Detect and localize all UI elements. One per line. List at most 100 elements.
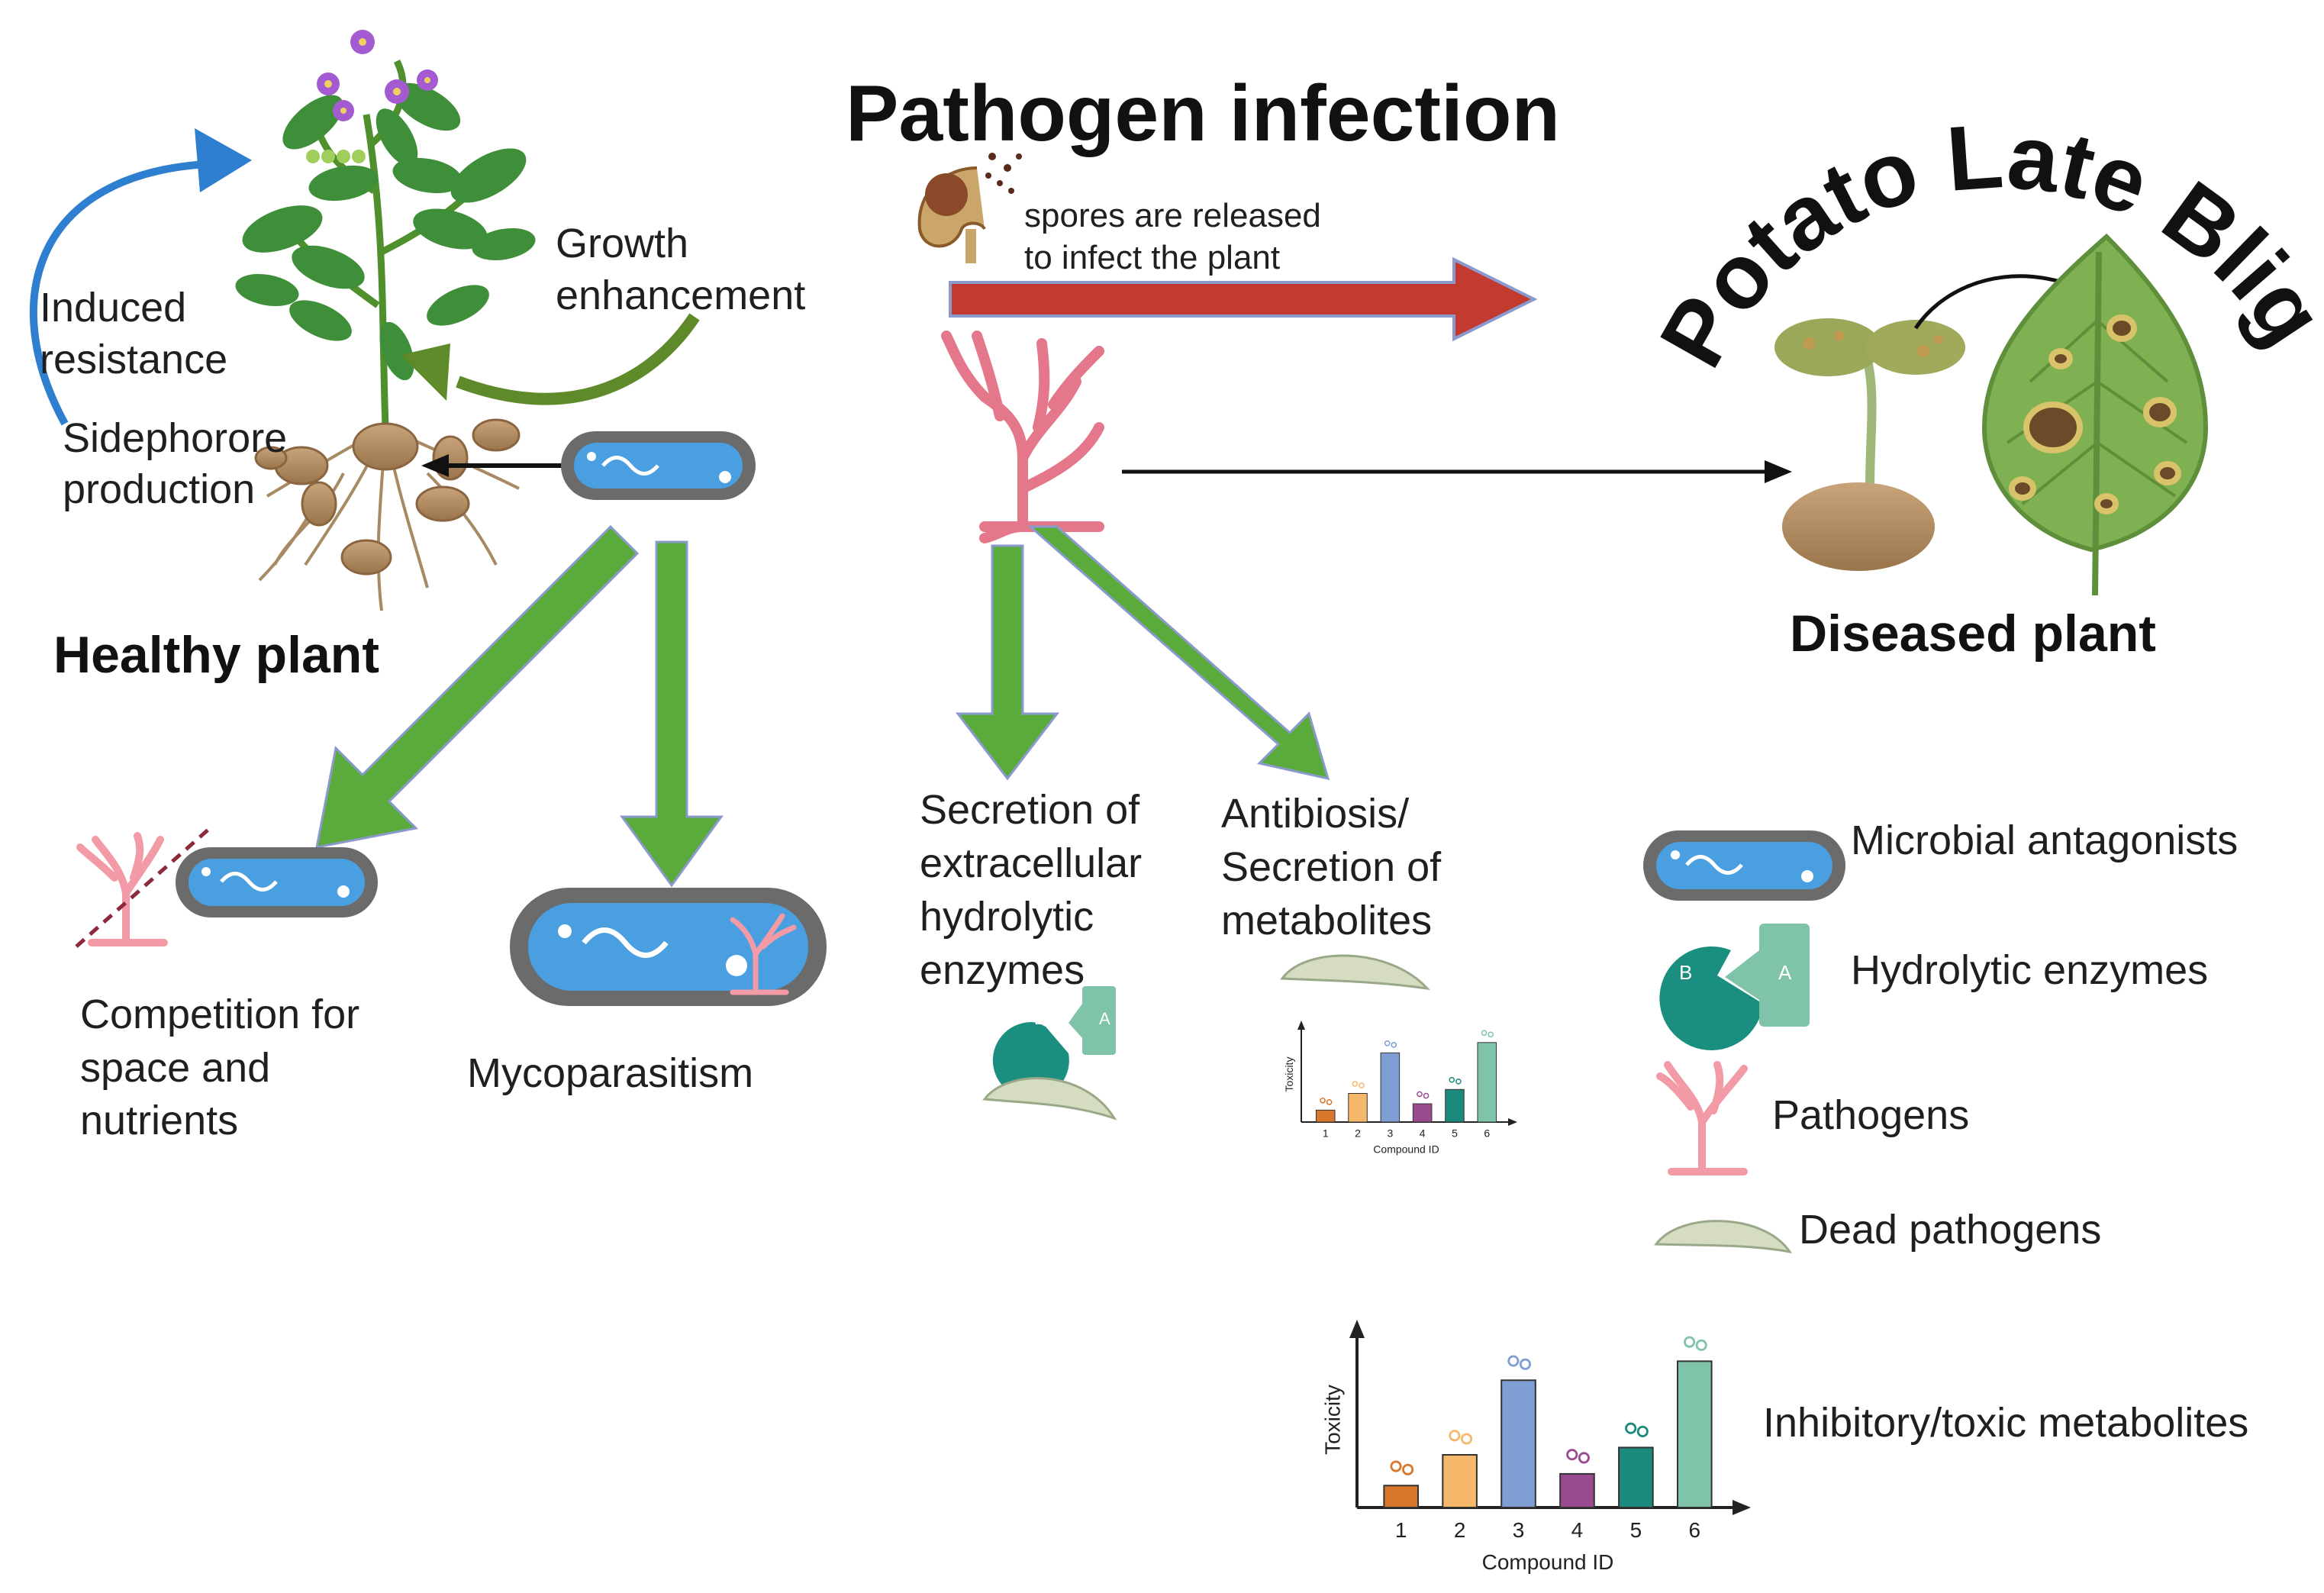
antibiosis-line2: Secretion of bbox=[1221, 844, 1442, 890]
induced-resistance-line2: resistance bbox=[40, 337, 228, 382]
small-chart-x-axis-head bbox=[1508, 1118, 1517, 1126]
small-chart-bar-2 bbox=[1348, 1093, 1368, 1123]
large-chart-tick-3: 3 bbox=[1513, 1518, 1525, 1542]
large-chart-ylabel: Toxicity bbox=[1321, 1385, 1345, 1455]
large-chart-tick-5: 5 bbox=[1630, 1518, 1642, 1542]
small-chart-tick-2: 2 bbox=[1355, 1127, 1361, 1140]
siderophore-line1: Sidephorore bbox=[63, 415, 288, 461]
legend-dead-pathogens: Dead pathogens bbox=[1799, 1207, 2102, 1253]
small-chart-molecule-b-1 bbox=[1326, 1099, 1333, 1105]
growth-enhancement-arrow bbox=[401, 313, 700, 405]
small-chart-molecule-1 bbox=[1320, 1097, 1326, 1104]
small-chart-bar-1 bbox=[1315, 1109, 1336, 1123]
large-chart-bar-3 bbox=[1500, 1379, 1536, 1508]
small-chart-molecule-2 bbox=[1352, 1081, 1359, 1087]
legend-enzyme-a-letter: A bbox=[1778, 961, 1792, 984]
large-chart-molecule-2 bbox=[1449, 1430, 1461, 1442]
bacterium-top bbox=[561, 431, 756, 500]
small-chart-tick-3: 3 bbox=[1387, 1127, 1393, 1140]
secretion-enzymes-line1: Secretion of bbox=[920, 787, 1140, 833]
small-chart-molecule-5 bbox=[1449, 1076, 1455, 1083]
small-chart-molecule-b-6 bbox=[1488, 1031, 1494, 1038]
small-chart-molecule-b-5 bbox=[1455, 1078, 1462, 1085]
bacterium-competition bbox=[176, 847, 378, 917]
small-chart-molecule-b-3 bbox=[1391, 1042, 1397, 1048]
dead-pathogen-icon-antibiosis bbox=[1280, 954, 1430, 991]
small-chart-molecule-6 bbox=[1481, 1030, 1488, 1037]
dead-pathogen-icon-center bbox=[982, 1077, 1117, 1121]
induced-resistance-arrow bbox=[29, 128, 252, 426]
legend-enzyme-icon: B A bbox=[1659, 924, 1810, 1050]
enzyme-b-letter: B bbox=[1034, 1009, 1046, 1028]
legend-enzyme-b-letter: B bbox=[1679, 961, 1692, 984]
large-chart-molecule-1 bbox=[1390, 1460, 1402, 1472]
small-chart-y-axis-head bbox=[1297, 1021, 1305, 1030]
large-chart-molecule-b-4 bbox=[1578, 1452, 1590, 1464]
small-chart-xlabel: Compound ID bbox=[1373, 1143, 1439, 1156]
competition-line3: nutrients bbox=[80, 1098, 239, 1143]
large-chart-tick-6: 6 bbox=[1689, 1518, 1701, 1542]
pathogen-center-icon bbox=[941, 331, 1104, 543]
small-chart-bar-6 bbox=[1477, 1042, 1497, 1123]
legend-microbial-antagonists: Microbial antagonists bbox=[1851, 817, 2239, 863]
small-chart-bar-5 bbox=[1445, 1088, 1465, 1123]
large-chart-molecule-4 bbox=[1566, 1449, 1578, 1461]
legend-pathogen-icon bbox=[1656, 1061, 1748, 1175]
small-chart-tick-1: 1 bbox=[1323, 1127, 1329, 1140]
siderophore-arrow bbox=[421, 454, 565, 477]
large-chart-bar-5 bbox=[1618, 1446, 1654, 1508]
diseased-plant-label: Diseased plant bbox=[1790, 605, 2156, 663]
large-chart-xlabel: Compound ID bbox=[1482, 1550, 1614, 1574]
secretion-enzymes-line3: hydrolytic bbox=[920, 894, 1094, 940]
green-arrows-left bbox=[315, 524, 724, 888]
antibiosis-line3: metabolites bbox=[1221, 898, 1433, 943]
small-chart-bar-3 bbox=[1380, 1052, 1401, 1123]
large-chart-molecule-b-1 bbox=[1402, 1463, 1414, 1475]
healthy-plant-illustration bbox=[235, 30, 536, 611]
spores-text-line1: spores are released bbox=[1024, 197, 1321, 234]
siderophore-line2: production bbox=[63, 466, 256, 512]
large-chart-molecule-b-3 bbox=[1519, 1358, 1532, 1370]
large-chart-molecule-5 bbox=[1625, 1422, 1637, 1434]
large-chart-tick-2: 2 bbox=[1454, 1518, 1466, 1542]
large-chart-molecule-b-5 bbox=[1636, 1425, 1649, 1437]
small-chart-molecule-4 bbox=[1417, 1091, 1423, 1098]
bacterium-mycoparasitism bbox=[510, 888, 827, 1006]
secretion-enzymes-line4: enzymes bbox=[920, 947, 1085, 993]
small-chart-tick-6: 6 bbox=[1484, 1127, 1490, 1140]
large-chart-molecule-6 bbox=[1684, 1336, 1696, 1348]
spore-sac-icon bbox=[917, 153, 1022, 263]
legend-dead-pathogen-icon bbox=[1654, 1220, 1793, 1254]
small-chart-molecule-3 bbox=[1384, 1040, 1391, 1046]
diseased-seedling-icon bbox=[1774, 318, 1965, 571]
large-chart-bar-1 bbox=[1383, 1485, 1420, 1508]
growth-enhancement-line1: Growth bbox=[556, 221, 689, 266]
spores-text-line2: to infect the plant bbox=[1024, 239, 1281, 276]
large-chart-bar-4 bbox=[1559, 1472, 1595, 1508]
legend-hydrolytic-enzymes: Hydrolytic enzymes bbox=[1851, 947, 2209, 993]
growth-enhancement-line2: enhancement bbox=[556, 272, 806, 318]
competition-line2: space and bbox=[80, 1045, 271, 1091]
disease-arrow bbox=[1122, 460, 1792, 483]
legend-pathogens: Pathogens bbox=[1772, 1092, 1970, 1138]
page-title: Pathogen infection bbox=[846, 69, 1560, 158]
large-chart-tick-1: 1 bbox=[1395, 1518, 1407, 1542]
competition-pathogen-icon bbox=[76, 832, 168, 946]
enzyme-a-letter: A bbox=[1099, 1009, 1110, 1028]
large-chart-molecule-b-2 bbox=[1460, 1433, 1473, 1445]
competition-strike-line bbox=[75, 827, 211, 948]
legend-inhibitory-metabolites: Inhibitory/toxic metabolites bbox=[1763, 1400, 2249, 1446]
large-chart-y-axis-head bbox=[1349, 1320, 1365, 1338]
green-arrows-center bbox=[955, 525, 1330, 781]
large-chart-tick-4: 4 bbox=[1571, 1518, 1584, 1542]
infection-arrow bbox=[949, 256, 1538, 342]
large-chart-molecule-b-6 bbox=[1695, 1339, 1707, 1351]
small-chart-molecule-b-4 bbox=[1423, 1092, 1430, 1099]
induced-resistance-line1: Induced bbox=[40, 285, 187, 331]
small-chart-ylabel: Toxicity bbox=[1283, 1057, 1295, 1092]
small-chart-bar-4 bbox=[1412, 1103, 1433, 1123]
